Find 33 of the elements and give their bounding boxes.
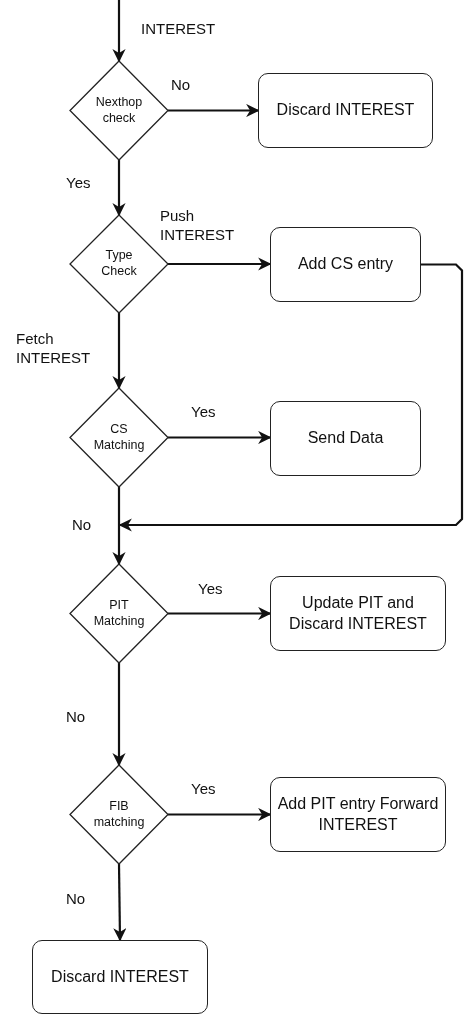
arrow [168,807,272,822]
decision-diamond [70,765,168,864]
process-box [32,940,208,1014]
arrow [112,487,126,566]
arrow [112,0,126,63]
node-text: PIT Matching [92,597,146,630]
decision-diamond [70,61,168,160]
process-box [270,401,421,476]
arrow [168,257,272,271]
decision-diamond [70,388,168,487]
arrow [112,663,126,767]
arrow [112,160,126,217]
node-text: Update PIT and Discard INTEREST [288,592,428,634]
node-text: Send Data [307,428,384,449]
node-text: FIB matching [92,798,146,831]
arrow [168,606,272,621]
node-text: Type Check [100,248,138,280]
node-text: Add PIT entry Forward INTEREST [276,793,440,835]
arrow [113,864,127,942]
node-text: Add CS entry [297,254,394,275]
arrow [168,430,272,445]
arrow [118,263,464,532]
node-text: Discard INTEREST [51,966,189,987]
process-box [258,73,433,148]
node-text: Discard INTEREST [276,100,415,121]
arrow [168,103,260,118]
decision-diamond [70,564,168,663]
process-box [270,777,446,852]
process-box [270,576,446,651]
arrow [112,313,126,390]
process-box [270,227,421,302]
node-text: CS Matching [92,421,146,454]
node-text: Nexthop check [94,94,144,127]
